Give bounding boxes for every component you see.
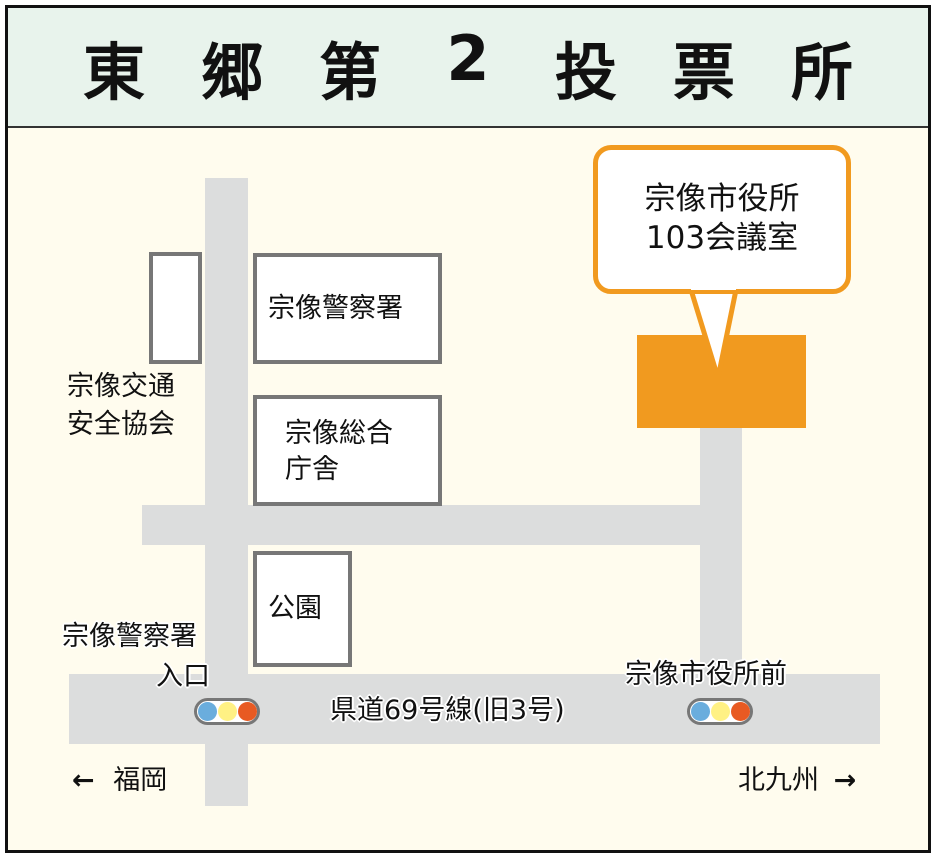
sogo-label-line1: 宗像総合 <box>285 418 393 449</box>
signal-yellow-light <box>217 702 237 721</box>
title-char: 第 <box>318 36 381 109</box>
title-char: 所 <box>790 36 853 109</box>
arrow-right-icon: → <box>833 765 857 796</box>
kotsu-label-line1: 宗像交通 <box>67 371 175 402</box>
cityhall-front-label: 宗像市役所前 <box>625 659 787 690</box>
direction-kitakyushu: 北九州 → <box>738 758 856 797</box>
signal-blue-light <box>197 702 217 721</box>
building-kotsu-anzen <box>149 252 202 364</box>
callout-tail-cover <box>691 282 736 290</box>
callout-line1: 宗像市役所 <box>644 181 800 217</box>
road-vertical-east <box>700 420 742 680</box>
title-char: 郷 <box>200 36 263 109</box>
building-sogo-chosha <box>253 395 442 506</box>
page-title: 東 郷 第 2 投 票 所 <box>55 22 881 112</box>
building-police <box>253 253 442 364</box>
signal-red-light <box>730 702 750 721</box>
direction-fukuoka: ← 福岡 <box>72 758 167 797</box>
title-char: 2 <box>446 22 490 95</box>
traffic-signal-east <box>687 698 753 725</box>
kotsu-label-line2: 安全協会 <box>67 409 175 440</box>
fukuoka-label: 福岡 <box>113 765 168 796</box>
callout-text: 宗像市役所 103会議室 <box>598 180 846 258</box>
title-char: 投 <box>554 36 617 109</box>
road-horizontal-middle <box>142 505 742 545</box>
signal-blue-light <box>690 702 710 721</box>
sogo-label-line2: 庁舎 <box>285 454 339 485</box>
traffic-signal-west <box>194 698 260 725</box>
building-park <box>253 551 352 667</box>
header: 東 郷 第 2 投 票 所 <box>8 8 928 128</box>
kitakyushu-label: 北九州 <box>738 765 819 796</box>
police-label: 宗像警察署 <box>268 293 403 324</box>
police-entrance-label-line2: 入口 <box>156 661 210 692</box>
park-label: 公園 <box>268 593 322 624</box>
signal-red-light <box>237 702 257 721</box>
main-road-label: 県道69号線(旧3号) <box>330 695 565 726</box>
callout-tail <box>685 280 741 380</box>
signal-yellow-light <box>710 702 730 721</box>
title-char: 東 <box>82 36 145 109</box>
police-entrance-label-line1: 宗像警察署 <box>62 621 197 652</box>
title-char: 票 <box>672 36 735 109</box>
arrow-left-icon: ← <box>72 765 95 796</box>
callout-line2: 103会議室 <box>645 219 799 256</box>
polling-place-callout: 宗像市役所 103会議室 <box>593 145 851 294</box>
